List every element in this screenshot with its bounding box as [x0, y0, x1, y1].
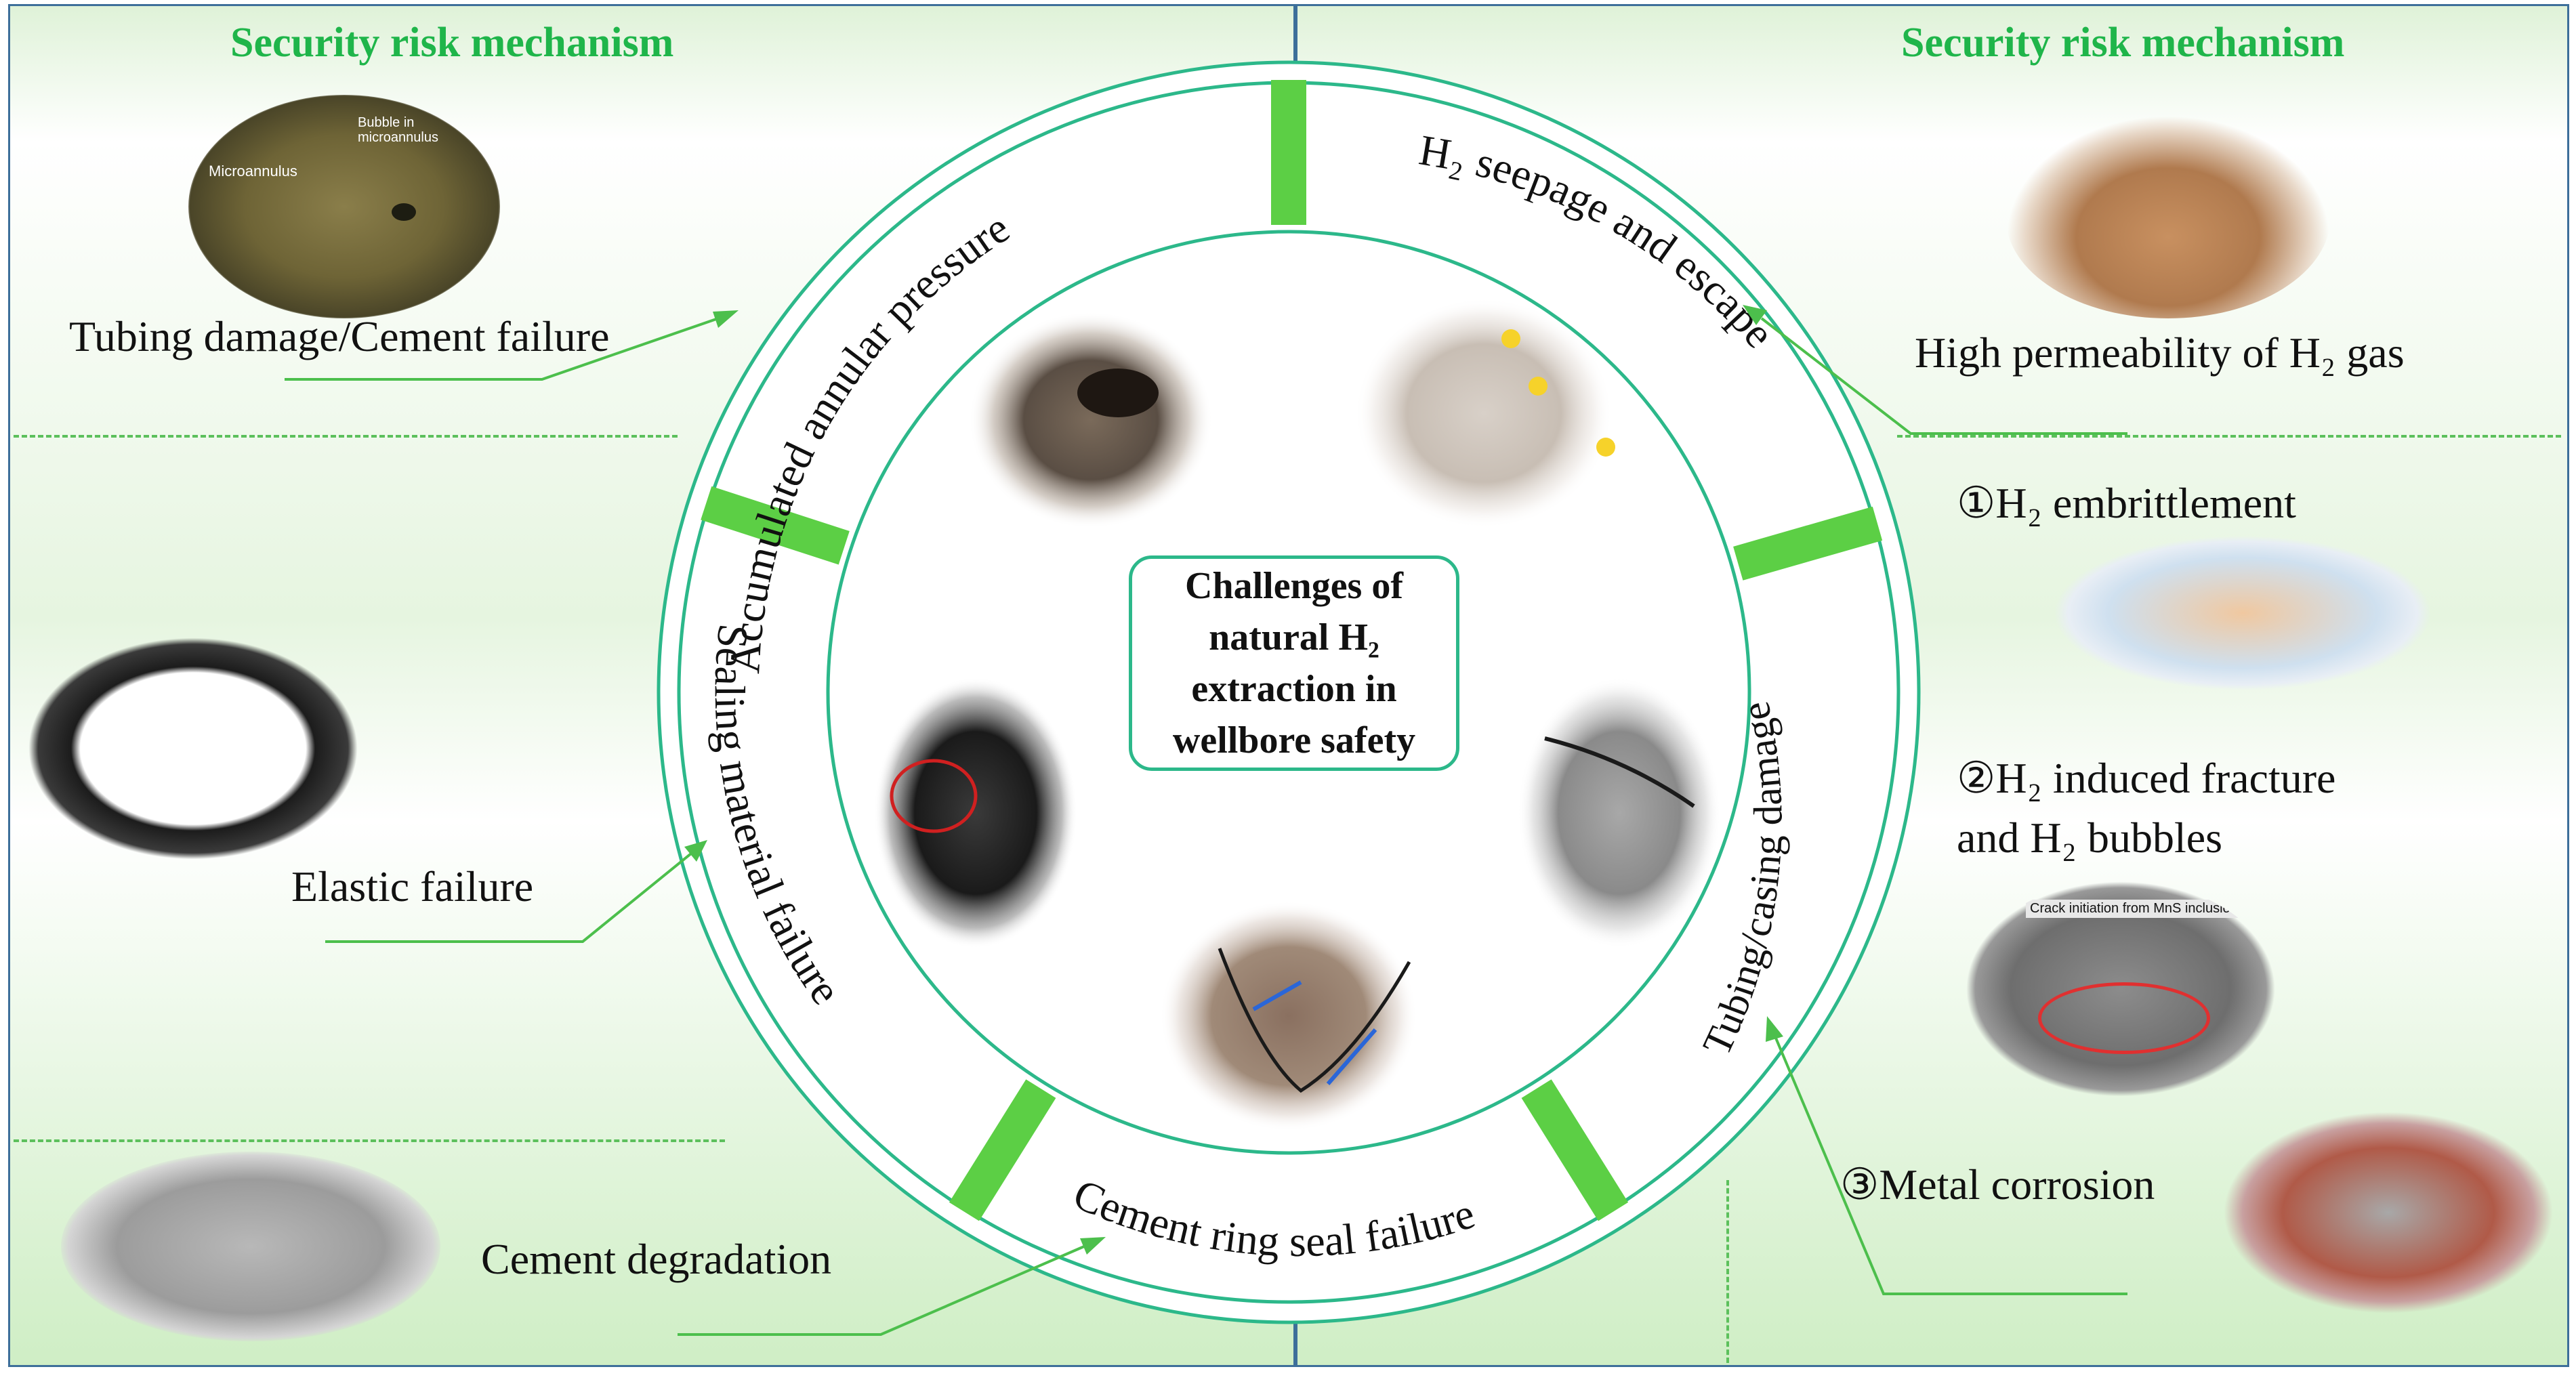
left-section-heading: Security risk mechanism	[230, 20, 674, 66]
connector-corrosion-head	[1766, 1016, 1783, 1042]
inner-photo-pipe-hole	[969, 312, 1213, 528]
corrosion-photo	[2222, 1111, 2554, 1314]
inner-photo-hole-detail	[1077, 369, 1159, 417]
photo-label-bubble: Bubble in	[358, 115, 415, 130]
microannulus-photo: Bubble in microannulus Microannulus	[188, 95, 500, 318]
separator-bar-right	[1733, 506, 1883, 581]
right-section-heading: Security risk mechanism	[1901, 20, 2345, 66]
inner-photo-seal-ring	[874, 677, 1077, 948]
embrittlement-photo	[2053, 535, 2432, 691]
label-metal-corrosion: ③Metal corrosion	[1840, 1160, 2155, 1209]
connector-elastic	[325, 852, 692, 943]
separator-bar-left	[701, 486, 850, 565]
right-divider-top	[1897, 435, 2561, 438]
seal-ring-highlight	[890, 759, 978, 833]
connector-tubing-cement-head	[713, 310, 739, 328]
center-line-1: Challenges of	[1185, 565, 1403, 607]
diffusion-dot-2	[1529, 377, 1547, 396]
separator-bar-top	[1271, 80, 1306, 225]
arrow-blue-1	[1252, 980, 1302, 1011]
bubble-dot	[392, 203, 416, 221]
cement-crack-line	[1218, 948, 1411, 1093]
connector-tubing-cement	[285, 317, 719, 381]
diffusion-dot-1	[1501, 329, 1520, 348]
connector-cement-degradation	[678, 1245, 1085, 1336]
elastic-ring-photo	[27, 637, 359, 860]
photo-label-microannulus-top: microannulus	[358, 130, 438, 145]
connector-elastic-head	[684, 840, 707, 862]
photo-label-microannulus: Microannulus	[209, 163, 297, 180]
permeability-photo	[2006, 115, 2331, 318]
inner-photo-cement-crack	[1160, 901, 1417, 1131]
label-h2-fracture-line1: ②H₂ induced fracture	[1957, 754, 2336, 802]
photo-label-crack: Crack initiation from MnS inclusion	[2026, 900, 2242, 918]
separator-bar-bottom-left	[949, 1079, 1056, 1221]
right-divider-vertical	[1726, 1180, 1729, 1363]
center-line-3: extraction in	[1191, 668, 1397, 710]
label-tubing-cement-failure: Tubing damage/Cement failure	[69, 312, 610, 360]
connector-cement-degradation-head	[1080, 1237, 1106, 1255]
center-line-4: wellbore safety	[1172, 719, 1416, 761]
casing-crack-line	[1544, 736, 1695, 808]
left-divider-top	[14, 435, 678, 438]
cement-degradation-photo	[61, 1152, 440, 1341]
center-line-2: natural H₂	[1209, 616, 1379, 658]
inner-photo-casing-crack	[1518, 677, 1721, 948]
connector-permeability-head	[1743, 305, 1767, 325]
connector-corrosion	[1774, 1036, 2127, 1295]
label-h2-embrittlement: ①H₂ embrittlement	[1957, 479, 2296, 527]
fracture-highlight	[2038, 982, 2210, 1054]
inner-photo-diffusion	[1355, 298, 1613, 528]
arrow-blue-2	[1326, 1028, 1377, 1085]
separator-bar-bottom-right	[1521, 1079, 1629, 1221]
label-elastic-failure: Elastic failure	[291, 862, 534, 910]
label-high-permeability: High permeability of H₂ gas	[1915, 329, 2405, 377]
label-h2-fracture-line2: and H₂ bubbles	[1957, 814, 2223, 862]
connector-permeability	[1760, 317, 2127, 435]
diffusion-dot-3	[1596, 438, 1615, 457]
left-divider-bottom	[14, 1139, 725, 1142]
label-cement-degradation: Cement degradation	[481, 1235, 832, 1283]
center-title-box: Challenges of natural H₂ extraction in w…	[1129, 555, 1459, 771]
fracture-photo: Crack initiation from MnS inclusion	[1965, 881, 2277, 1097]
